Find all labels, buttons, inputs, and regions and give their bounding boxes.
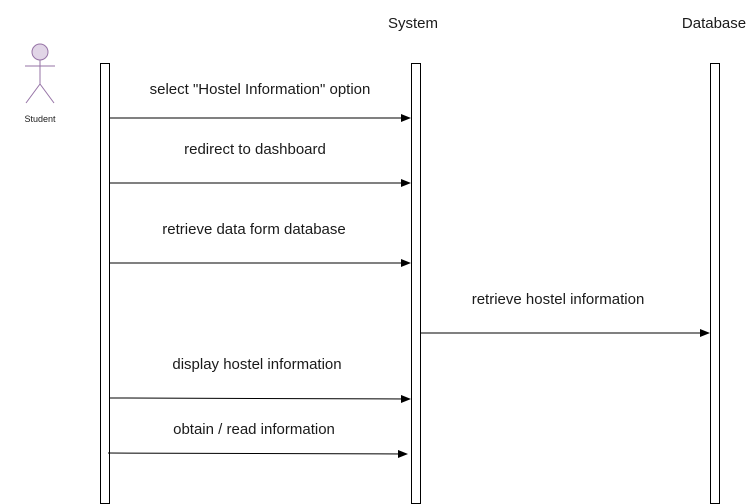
database-lifeline — [710, 63, 720, 504]
message-label: select "Hostel Information" option — [150, 81, 371, 98]
message-label: retrieve hostel information — [472, 291, 645, 308]
student-label: Student — [24, 114, 56, 124]
database-label: Database — [682, 15, 746, 32]
system-lifeline — [411, 63, 421, 504]
student-lifeline — [100, 63, 110, 504]
message-label: display hostel information — [172, 356, 341, 373]
message-label: retrieve data form database — [162, 221, 345, 238]
message-label: obtain / read information — [173, 421, 335, 438]
system-label: System — [388, 15, 438, 32]
message-arrow — [109, 394, 411, 403]
message-arrow — [107, 449, 408, 458]
message-label: redirect to dashboard — [184, 141, 326, 158]
student-actor-icon — [25, 43, 55, 104]
